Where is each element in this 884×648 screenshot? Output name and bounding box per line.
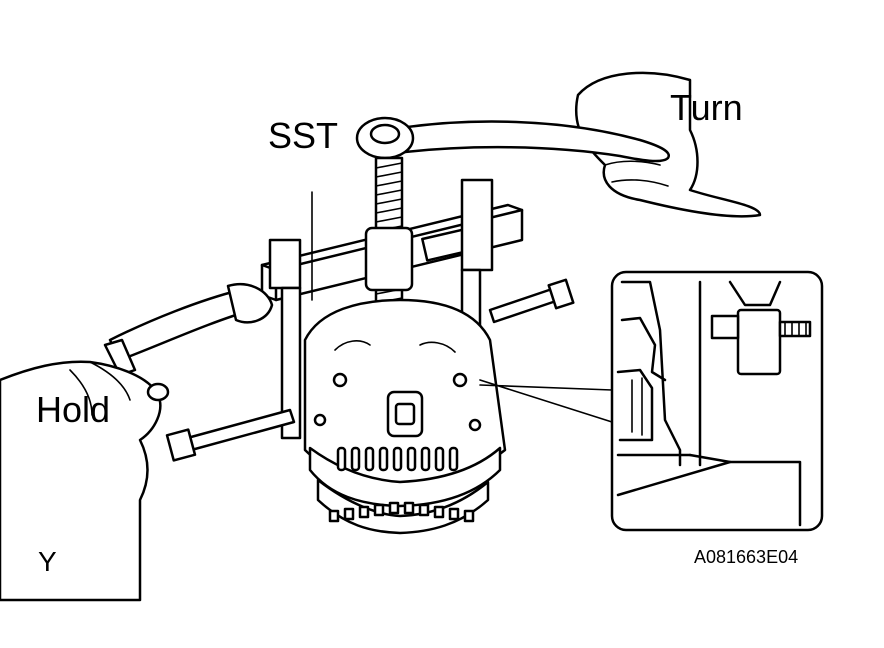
left-hand-with-wrench: [0, 283, 274, 602]
cooling-fin: [350, 446, 361, 472]
cooling-fin: [420, 446, 431, 472]
puller-crossbar: [260, 203, 524, 302]
detail-inset: [610, 270, 824, 532]
screw-thread: [375, 216, 403, 223]
side-bolts: [165, 278, 575, 462]
figure-code: A081663E04: [694, 547, 799, 567]
cooling-fin: [364, 446, 375, 472]
cooling-fin: [406, 446, 417, 472]
screw-thread: [375, 171, 403, 178]
sst-label: SST: [268, 115, 339, 156]
view-y-marker: Y: [38, 546, 57, 577]
turning-handle: [355, 116, 670, 163]
screw-thread: [375, 180, 403, 187]
hold-label: Hold: [36, 389, 111, 430]
cooling-fin: [434, 446, 445, 472]
rim-tooth: [463, 509, 475, 523]
screw-thread: [375, 189, 403, 196]
screw-thread: [375, 207, 403, 214]
rim-tooth: [328, 509, 340, 523]
rim-tooth: [448, 507, 460, 521]
cooling-fin: [378, 446, 389, 472]
rim-tooth: [358, 505, 370, 519]
cooling-fin: [392, 446, 403, 472]
rim-tooth: [343, 507, 355, 521]
screw-thread: [375, 198, 403, 205]
rim-tooth: [403, 501, 415, 515]
right-hand: [575, 71, 762, 218]
callout-lines: [479, 379, 613, 423]
screw-thread: [375, 162, 403, 169]
cooling-fin: [448, 446, 459, 472]
rim-tooth: [418, 503, 430, 517]
turn-label: Turn: [670, 87, 743, 128]
rim-tooth: [373, 503, 385, 517]
rim-tooth: [433, 505, 445, 519]
alternator-body: [303, 298, 507, 535]
cooling-fin: [336, 446, 347, 472]
rim-tooth: [388, 501, 400, 515]
